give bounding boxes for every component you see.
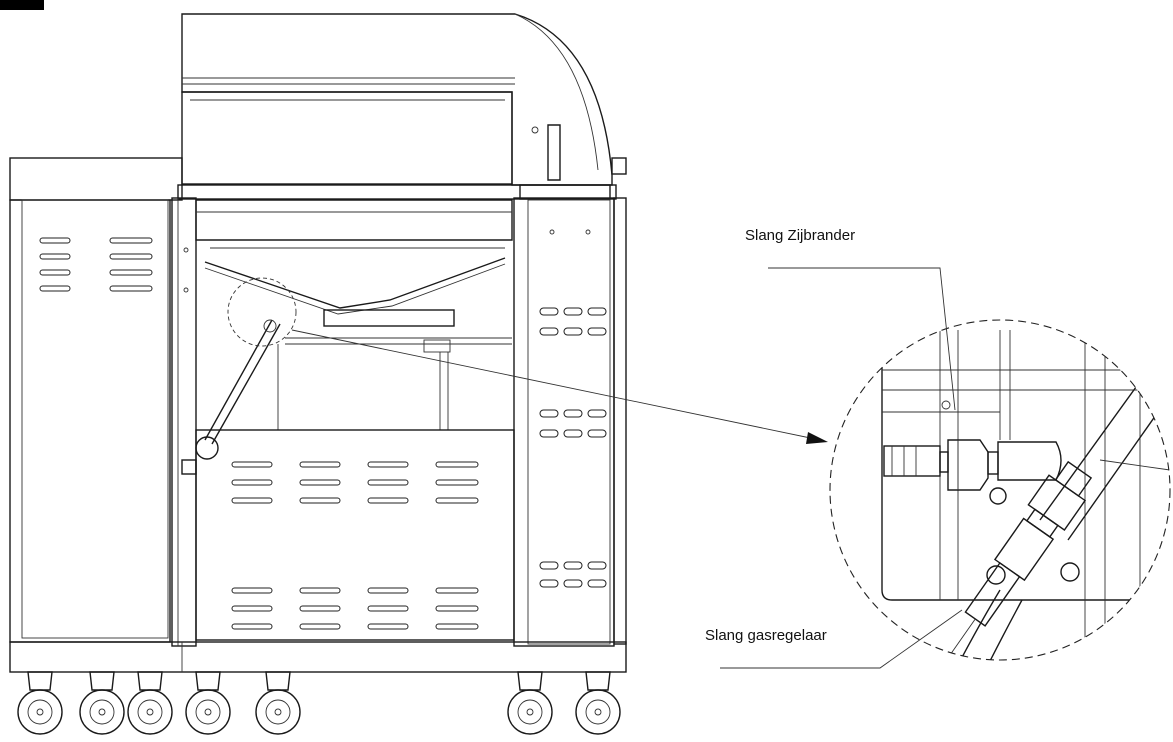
- vent-slot: [109, 237, 153, 244]
- vent-slot: [539, 327, 559, 336]
- vent-slot: [587, 561, 607, 570]
- vent-slot: [539, 307, 559, 316]
- caster-wheel: [255, 671, 301, 735]
- vent-slots: [39, 237, 607, 630]
- grill-body: [9, 13, 627, 673]
- vent-slot: [563, 579, 583, 588]
- vent-slot: [39, 285, 71, 292]
- vent-slot: [563, 561, 583, 570]
- left-side-shelf: [9, 157, 183, 643]
- label-regulator-hose: Slang gasregelaar: [705, 609, 963, 669]
- vent-slot: [587, 327, 607, 336]
- vent-slot: [539, 561, 559, 570]
- caster-wheel: [17, 671, 63, 735]
- vent-slot: [435, 623, 479, 630]
- caster-wheel: [127, 671, 173, 735]
- caster-wheel: [79, 671, 125, 735]
- vent-slot: [587, 579, 607, 588]
- label-side-burner-hose: Slang Zijbrander: [745, 227, 956, 411]
- vent-slot: [299, 623, 341, 630]
- vent-slot: [563, 409, 583, 418]
- vent-slot: [587, 307, 607, 316]
- vent-slot: [39, 237, 71, 244]
- vent-slot: [367, 497, 409, 504]
- vent-slot: [367, 623, 409, 630]
- vent-slot: [231, 587, 273, 594]
- magnified-detail-view: [829, 319, 1171, 661]
- lower-front-panel: [195, 429, 515, 641]
- vent-slot: [299, 605, 341, 612]
- vent-slot: [299, 587, 341, 594]
- vent-slot: [231, 605, 273, 612]
- vent-slot: [109, 253, 153, 260]
- vent-slot: [563, 307, 583, 316]
- vent-slot: [299, 497, 341, 504]
- detail-leader-arrow: [291, 329, 828, 444]
- vent-slot: [587, 409, 607, 418]
- corner-tab: [0, 0, 44, 10]
- label-regulator-hose-text: Slang gasregelaar: [705, 627, 827, 644]
- caster-wheels: [17, 671, 621, 735]
- vent-slot: [435, 479, 479, 486]
- caster-wheel: [507, 671, 553, 735]
- vent-slot: [435, 497, 479, 504]
- vent-slot: [435, 587, 479, 594]
- vent-slot: [539, 429, 559, 438]
- vent-slot: [231, 479, 273, 486]
- vent-slot: [587, 429, 607, 438]
- gas-regulator: [181, 319, 281, 475]
- vent-slot: [39, 253, 71, 260]
- vent-slot: [435, 605, 479, 612]
- caster-wheel: [575, 671, 621, 735]
- vent-slot: [109, 269, 153, 276]
- vent-slot: [367, 587, 409, 594]
- vent-slot: [435, 461, 479, 468]
- right-cabinet-panel: [513, 197, 627, 647]
- vent-slot: [539, 579, 559, 588]
- vent-slot: [367, 479, 409, 486]
- vent-slot: [231, 461, 273, 468]
- vent-slot: [299, 461, 341, 468]
- caster-wheel: [185, 671, 231, 735]
- vent-slot: [539, 409, 559, 418]
- vent-slot: [231, 497, 273, 504]
- vent-slot: [109, 285, 153, 292]
- vent-slot: [299, 479, 341, 486]
- vent-slot: [563, 327, 583, 336]
- grill-hood: [181, 13, 627, 186]
- vent-slot: [367, 461, 409, 468]
- vent-slot: [367, 605, 409, 612]
- vent-slot: [563, 429, 583, 438]
- detail-callout-circle: [227, 277, 297, 347]
- firebox-underside: [195, 199, 513, 430]
- vent-slot: [231, 623, 273, 630]
- label-side-burner-hose-text: Slang Zijbrander: [745, 227, 855, 244]
- vent-slot: [39, 269, 71, 276]
